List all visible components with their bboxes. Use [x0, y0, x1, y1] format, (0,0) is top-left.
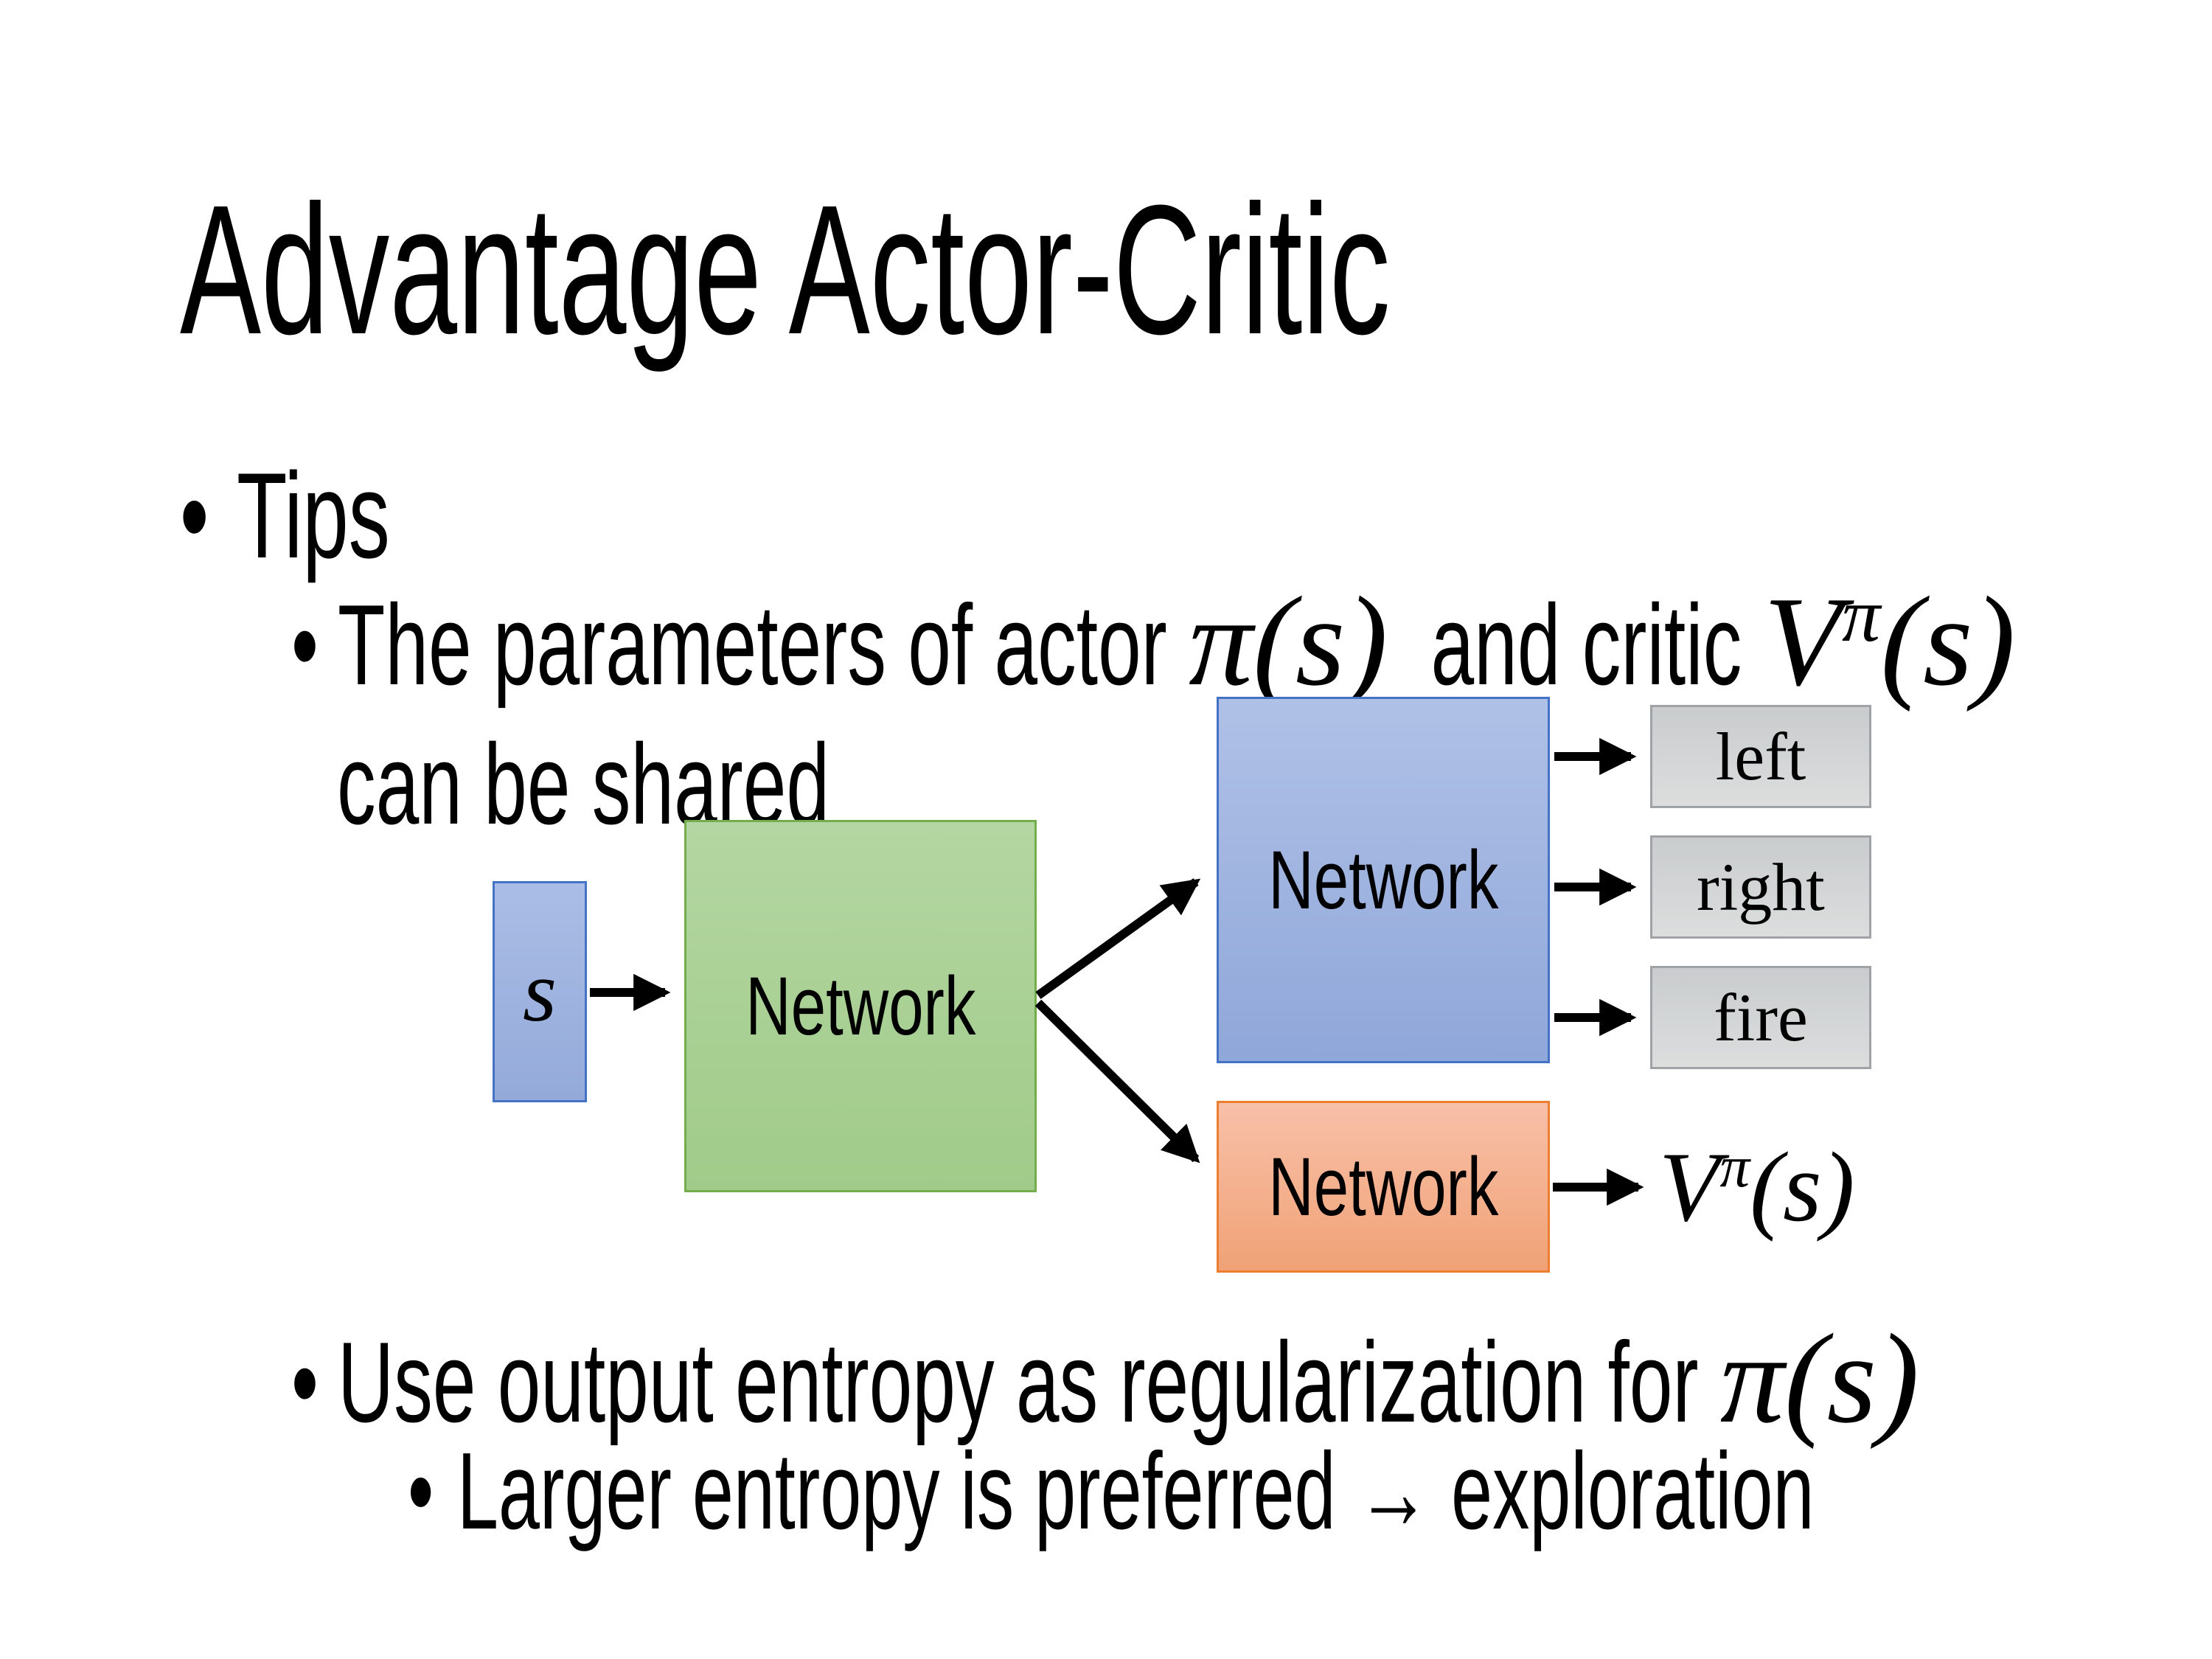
bullet-glyph: •: [291, 581, 319, 709]
policy-math: π(s): [1719, 1307, 1919, 1450]
tips-label: Tips: [237, 448, 391, 583]
page-title: Advantage Actor-Critic: [180, 168, 1391, 371]
bullet-glyph: •: [291, 1318, 319, 1446]
value-symbol: V: [1659, 1133, 1720, 1242]
state-box: s: [493, 881, 587, 1102]
action-box-left: left: [1650, 705, 1871, 808]
state-label: s: [523, 943, 557, 1040]
shared-prefix-text: The parameters of actor: [338, 581, 1189, 709]
action-label-left: left: [1715, 719, 1806, 794]
value-args: (s): [1880, 570, 2016, 712]
bullet-glyph: •: [180, 448, 209, 583]
value-output: Vπ(s): [1659, 1127, 1855, 1248]
exploration-text: Larger entropy is preferred → exploratio…: [457, 1430, 1815, 1552]
action-box-right: right: [1650, 835, 1871, 939]
critic-network-label: Network: [1267, 1141, 1499, 1233]
action-box-fire: fire: [1650, 966, 1871, 1069]
actor-network-box: Network: [1217, 697, 1550, 1063]
arrow-shared-to-actor: [1035, 878, 1201, 999]
value-args: (s): [1750, 1133, 1855, 1242]
value-superscript: π: [1842, 572, 1881, 658]
action-label-right: right: [1697, 849, 1825, 925]
bullet-glyph: •: [408, 1430, 434, 1552]
critic-network-box: Network: [1217, 1101, 1550, 1273]
arrow-shared-to-critic: [1034, 999, 1200, 1164]
action-label-fire: fire: [1714, 980, 1808, 1055]
bullet-exploration: •Larger entropy is preferred → explorati…: [408, 1426, 1815, 1557]
title-text: Advantage Actor-Critic: [180, 167, 1391, 372]
actor-policy-math: π(s): [1189, 570, 1388, 712]
bullet-tips: •Tips: [180, 442, 390, 588]
value-superscript: π: [1719, 1133, 1750, 1200]
value-symbol: V: [1764, 570, 1843, 712]
shared-network-box: Network: [684, 820, 1037, 1192]
entropy-prefix-text: Use output entropy as regularization for: [338, 1318, 1720, 1446]
critic-value-math: Vπ(s): [1764, 570, 2015, 712]
shared-mid-text: and critic: [1388, 581, 1764, 709]
shared-parameters-line1: •The parameters of actor π(s) and critic…: [291, 566, 2015, 717]
bullet-entropy-regularization: •Use output entropy as regularization fo…: [291, 1302, 1919, 1455]
value-output-math: Vπ(s): [1659, 1133, 1855, 1242]
actor-network-label: Network: [1267, 834, 1499, 926]
shared-network-label: Network: [745, 960, 976, 1052]
